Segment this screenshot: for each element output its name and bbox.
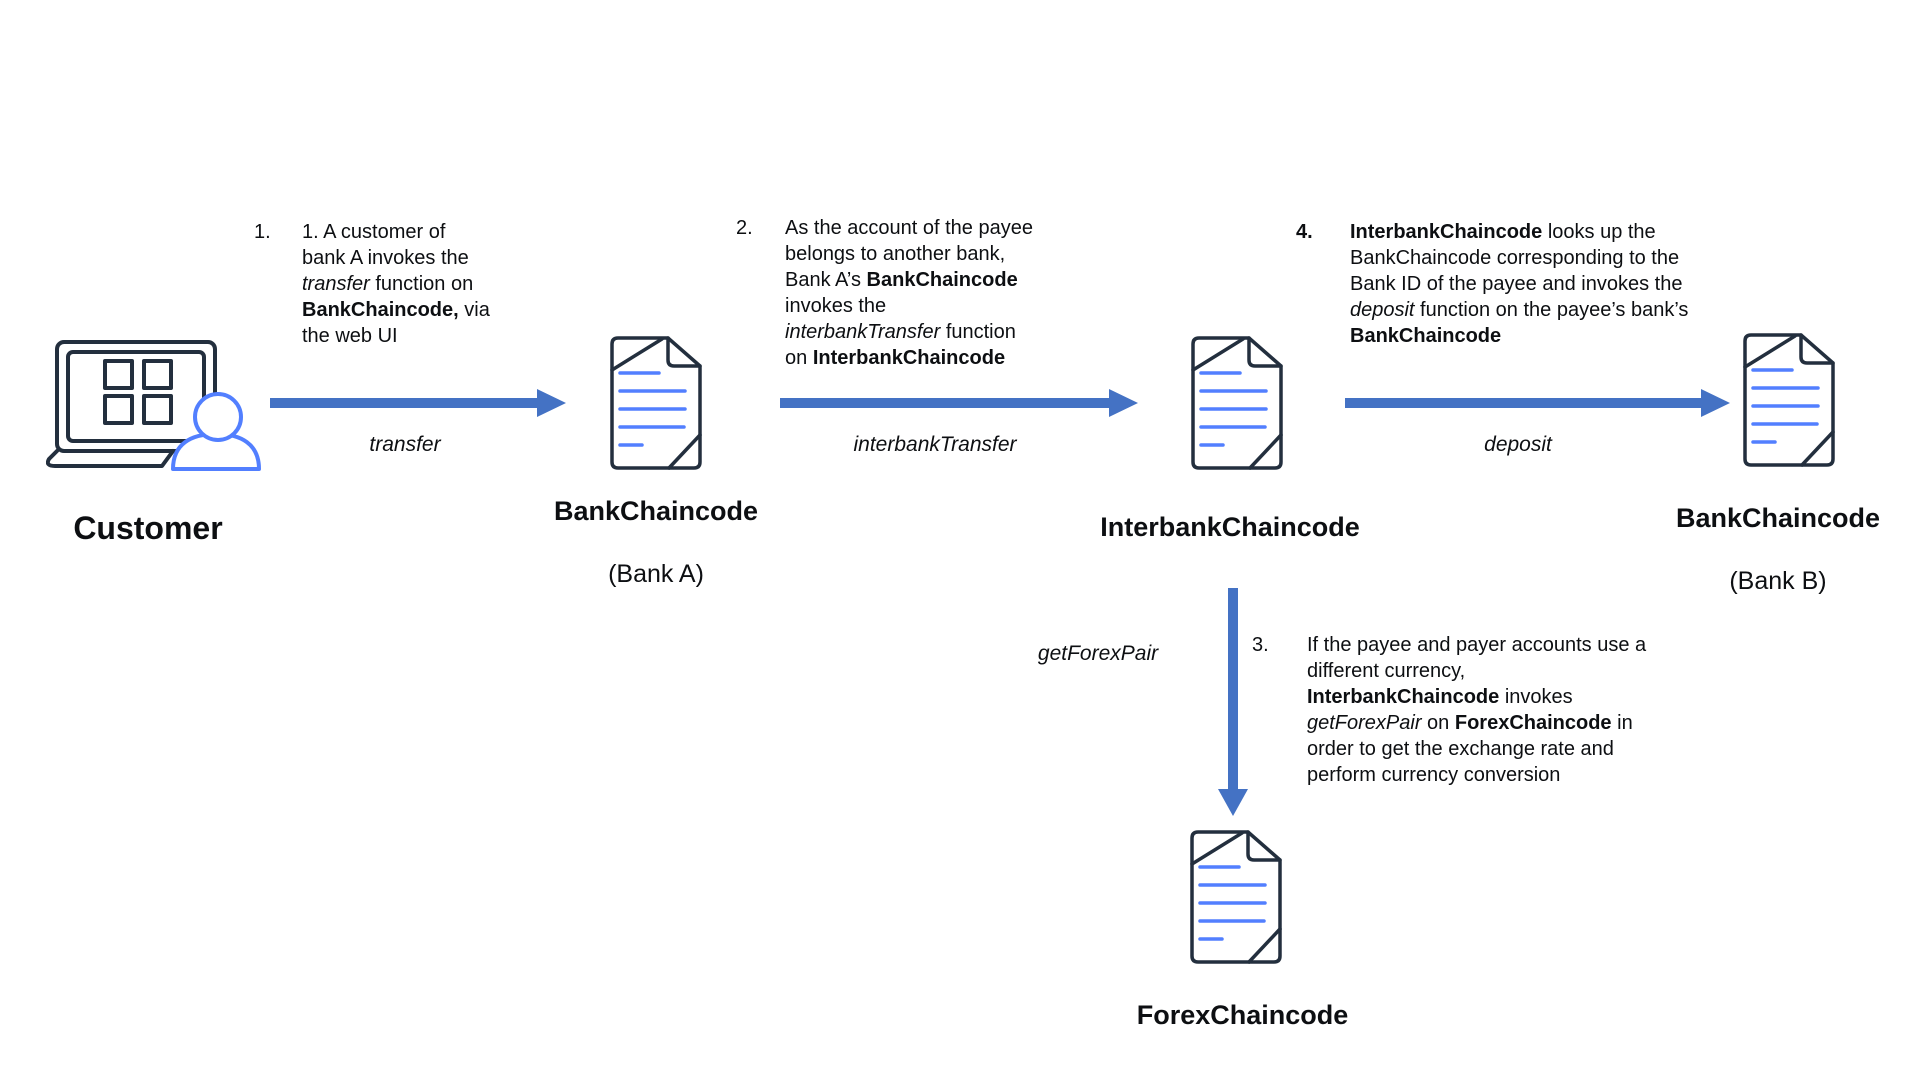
document-icon [1190,830,1282,964]
arrow-shaft [1345,398,1701,408]
customer-label: Customer [73,510,223,546]
arrow-head [537,389,566,417]
bank-b-sublabel: (Bank B) [1729,567,1827,595]
laptop-user-icon [46,340,261,471]
step-3-text: If the payee and payer accounts use a di… [1307,634,1647,786]
deposit-arrow-icon [1345,389,1730,417]
step-1-text: 1. A customer of bank A invokes the tran… [302,221,490,347]
transfer-arrow-label: transfer [369,433,441,456]
bank-a-sublabel: (Bank A) [608,560,704,588]
interbank-transfer-arrow-icon [780,389,1138,417]
step-4-annotation: 4. InterbankChaincode looks up the BankC… [1296,219,1770,349]
bank-chaincode-a-label: BankChaincode [553,496,759,526]
step-1-annotation: 1. 1. A customer of bank A invokes the t… [254,219,547,349]
step-4-text: InterbankChaincode looks up the BankChai… [1350,221,1689,347]
get-forex-pair-arrow-label: getForexPair [1037,642,1159,665]
document-icon [1743,333,1835,467]
arrow-shaft [270,398,537,408]
deposit-arrow-label: deposit [1484,433,1552,456]
get-forex-pair-arrow-icon [1218,588,1248,816]
forex-chaincode-label: ForexChaincode [1136,1000,1349,1030]
arrow-head [1109,389,1138,417]
transfer-arrow-icon [270,389,566,417]
step-2-annotation: 2. As the account of the payee belongs t… [736,215,1105,371]
step-3-annotation: 3. If the payee and payer accounts use a… [1252,632,1742,788]
document-icon [610,336,702,470]
step-2-number: 2. [736,217,753,239]
document-icon [1191,336,1283,470]
interbank-chaincode-label: InterbankChaincode [1100,512,1360,542]
arrow-head [1218,789,1248,816]
step-2-text: As the account of the payee belongs to a… [785,217,1033,369]
interbank-transfer-arrow-label: interbankTransfer [853,433,1017,456]
step-3-number: 3. [1252,634,1269,656]
arrow-head [1701,389,1730,417]
arrow-shaft [780,398,1109,408]
arrow-shaft [1228,588,1238,789]
step-4-number: 4. [1296,221,1313,243]
step-1-number: 1. [254,221,271,243]
bank-chaincode-b-label: BankChaincode [1675,503,1881,533]
